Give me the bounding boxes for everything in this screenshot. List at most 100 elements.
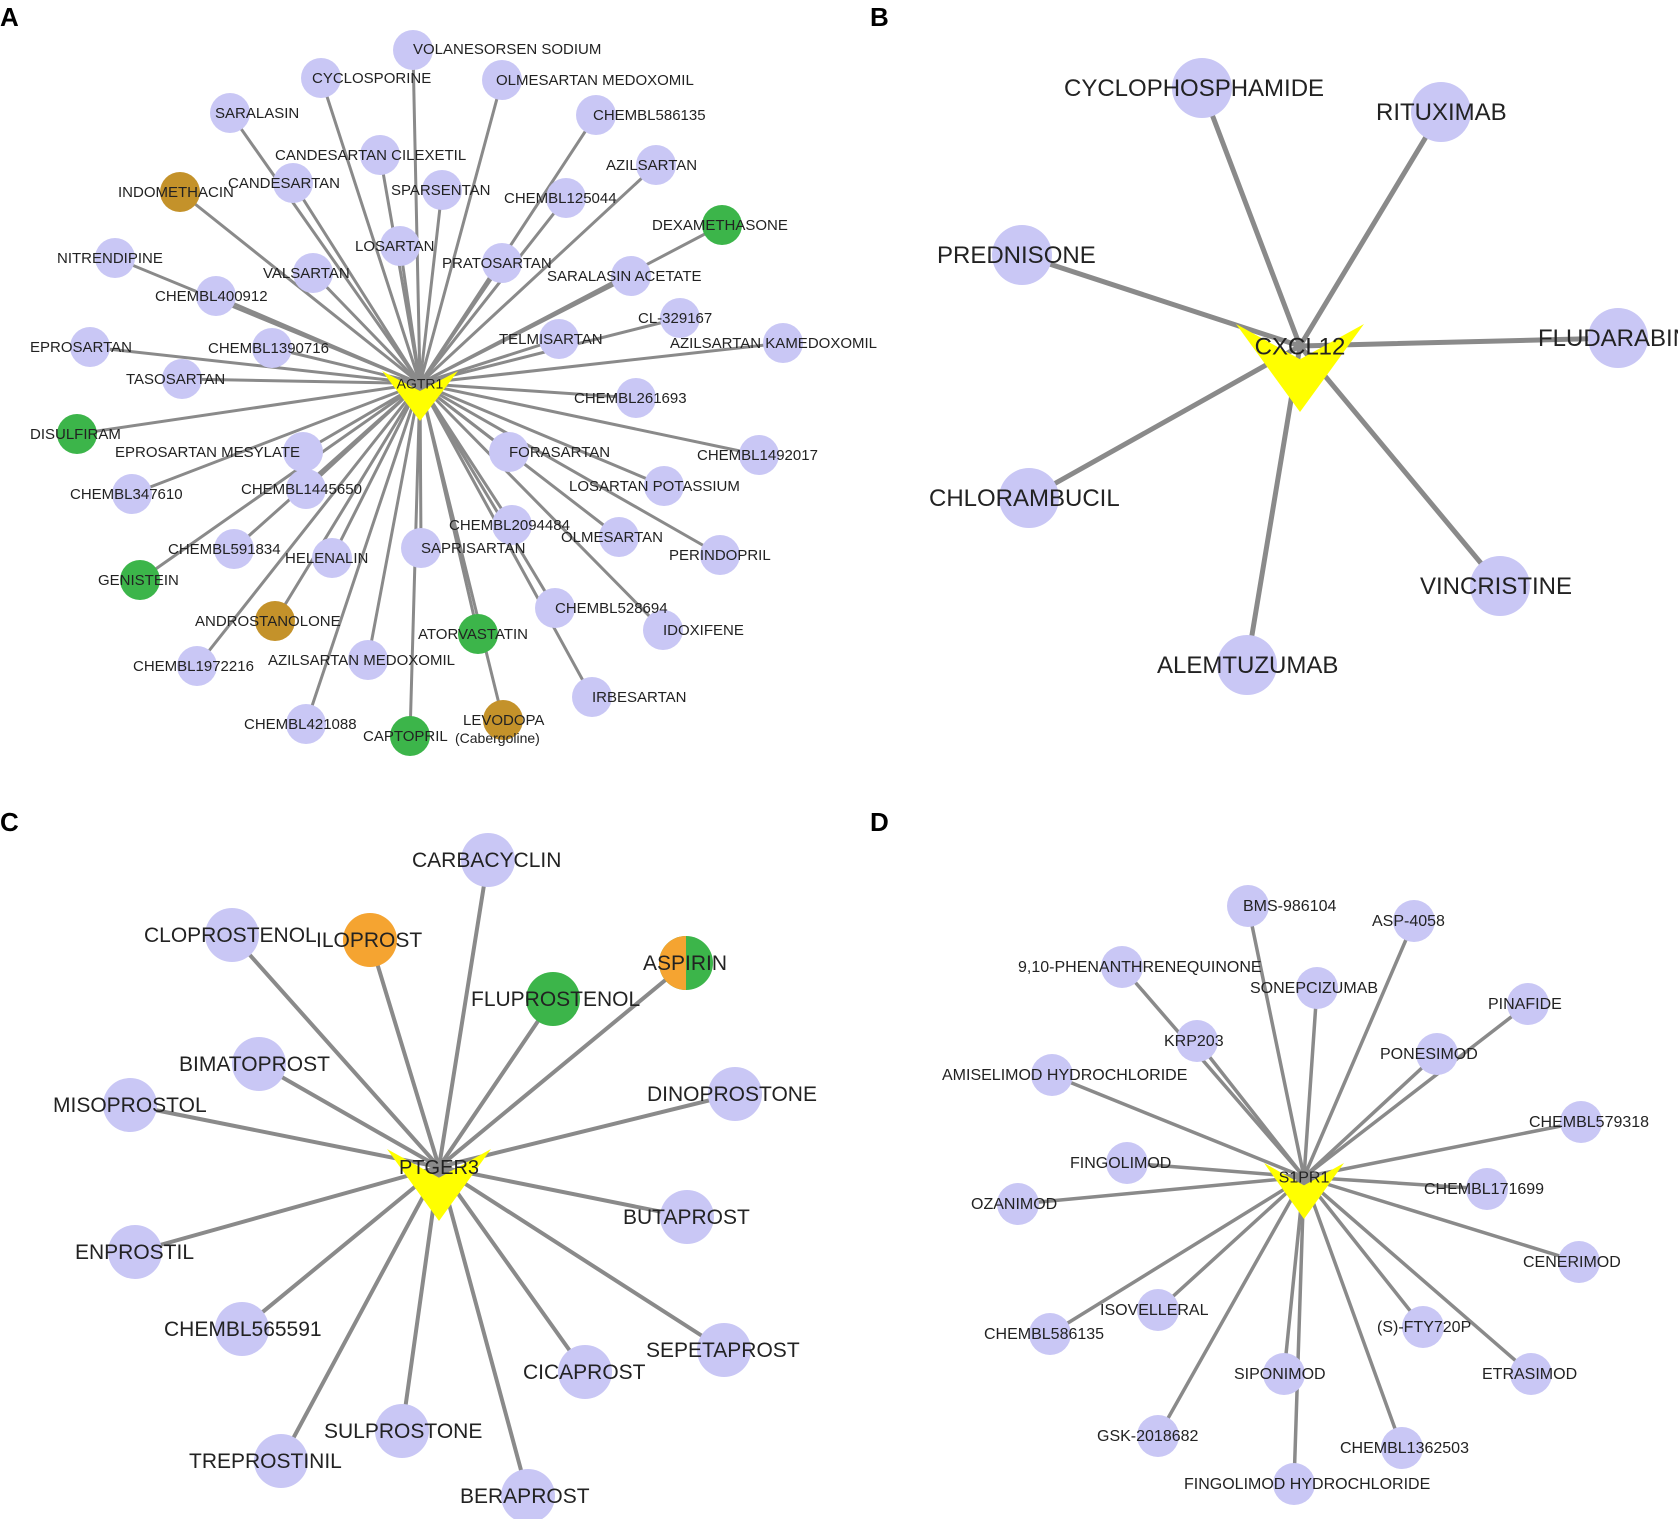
drug-node-prednisone[interactable] xyxy=(992,225,1052,285)
drug-node-9-10-phenanthrenequinone[interactable] xyxy=(1101,946,1143,988)
drug-node-chembl1492017[interactable] xyxy=(739,435,779,475)
drug-node-ozanimod[interactable] xyxy=(997,1183,1039,1225)
drug-node-s-fty720p[interactable] xyxy=(1402,1306,1444,1348)
drug-node-chembl528694[interactable] xyxy=(535,588,575,628)
drug-node-forasartan[interactable] xyxy=(489,432,529,472)
drug-node-azilsartan-kamedoxomil[interactable] xyxy=(763,323,803,363)
drug-node-saralasin[interactable] xyxy=(210,93,250,133)
drug-node-saprisartan[interactable] xyxy=(401,528,441,568)
drug-node-fludarabine[interactable] xyxy=(1588,308,1648,368)
drug-node-androstanolone[interactable] xyxy=(255,601,295,641)
drug-node-cicaprost[interactable] xyxy=(558,1345,612,1399)
drug-node-eprosartan-mesylate[interactable] xyxy=(283,432,323,472)
drug-node-cyclosporine[interactable] xyxy=(301,58,341,98)
drug-node-atorvastatin[interactable] xyxy=(458,614,498,654)
drug-node-sonepcizumab[interactable] xyxy=(1296,967,1338,1009)
drug-node-ponesimod[interactable] xyxy=(1416,1033,1458,1075)
drug-node-disulfiram[interactable] xyxy=(57,414,97,454)
drug-node-candesartan[interactable] xyxy=(273,163,313,203)
drug-node-helenalin[interactable] xyxy=(312,538,352,578)
drug-node-enprostil[interactable] xyxy=(108,1225,162,1279)
drug-node-losartan-potassium[interactable] xyxy=(644,466,684,506)
drug-node-chembl1445650[interactable] xyxy=(286,469,326,509)
drug-node-perindopril[interactable] xyxy=(700,535,740,575)
drug-node-chembl261693[interactable] xyxy=(616,378,656,418)
drug-node-saralasin-acetate[interactable] xyxy=(611,256,651,296)
drug-node-chembl421088[interactable] xyxy=(286,704,326,744)
node-circle xyxy=(1393,900,1435,942)
drug-node-volanesorsen-sodium[interactable] xyxy=(393,30,433,70)
drug-node-beraprost[interactable] xyxy=(501,1469,555,1519)
drug-node-bms-986104[interactable] xyxy=(1227,885,1269,927)
drug-node-azilsartan[interactable] xyxy=(636,145,676,185)
drug-node-nitrendipine[interactable] xyxy=(95,238,135,278)
drug-node-etrasimod[interactable] xyxy=(1510,1353,1552,1395)
drug-node-aspirin[interactable] xyxy=(659,936,713,990)
drug-node-pinafide[interactable] xyxy=(1507,983,1549,1025)
drug-node-asp-4058[interactable] xyxy=(1393,900,1435,942)
drug-node-cl-329167[interactable] xyxy=(660,298,700,338)
hub-node[interactable]: CXCL12 xyxy=(1236,324,1364,412)
panel-letter-d: D xyxy=(870,807,889,837)
drug-node-treprostinil[interactable] xyxy=(254,1434,308,1488)
drug-node-misoprostol[interactable] xyxy=(103,1078,157,1132)
drug-node-sulprostone[interactable] xyxy=(375,1404,429,1458)
drug-node-krp203[interactable] xyxy=(1176,1020,1218,1062)
drug-node-chembl1390716[interactable] xyxy=(252,328,292,368)
drug-node-chembl1362503[interactable] xyxy=(1381,1427,1423,1469)
drug-node-butaprost[interactable] xyxy=(660,1190,714,1244)
drug-node-valsartan[interactable] xyxy=(293,253,333,293)
drug-node-losartan[interactable] xyxy=(380,226,420,266)
drug-node-gsk-2018682[interactable] xyxy=(1137,1415,1179,1457)
drug-node-chembl347610[interactable] xyxy=(112,474,152,514)
drug-node-chembl565591[interactable] xyxy=(215,1302,269,1356)
drug-node-levodopa[interactable] xyxy=(483,700,523,740)
drug-node-fingolimod[interactable] xyxy=(1106,1142,1148,1184)
hub-node[interactable]: PTGER3 xyxy=(387,1149,491,1221)
drug-node-amiselimod-hydrochloride[interactable] xyxy=(1031,1054,1073,1096)
drug-node-telmisartan[interactable] xyxy=(539,319,579,359)
drug-node-carbacyclin[interactable] xyxy=(461,833,515,887)
drug-node-tasosartan[interactable] xyxy=(162,359,202,399)
drug-node-genistein[interactable] xyxy=(120,560,160,600)
drug-node-bimatoprost[interactable] xyxy=(232,1037,286,1091)
hub-node[interactable]: AGTR1 xyxy=(382,371,458,421)
drug-node-chembl400912[interactable] xyxy=(196,276,236,316)
drug-node-chembl1972216[interactable] xyxy=(177,646,217,686)
drug-node-siponimod[interactable] xyxy=(1263,1353,1305,1395)
drug-node-dinoprostone[interactable] xyxy=(708,1067,762,1121)
drug-node-iloprost[interactable] xyxy=(343,913,397,967)
drug-node-fluprostenol[interactable] xyxy=(526,972,580,1026)
drug-node-azilsartan-medoxomil[interactable] xyxy=(348,640,388,680)
drug-node-olmesartan-medoxomil[interactable] xyxy=(482,60,522,100)
drug-node-chlorambucil[interactable] xyxy=(999,468,1059,528)
drug-node-vincristine[interactable] xyxy=(1470,556,1530,616)
drug-node-fingolimod-hydrochloride[interactable] xyxy=(1273,1463,1315,1505)
drug-node-olmesartan[interactable] xyxy=(599,517,639,557)
drug-node-alemtuzumab[interactable] xyxy=(1217,635,1277,695)
drug-node-sparsentan[interactable] xyxy=(422,170,462,210)
drug-node-cyclophosphamide[interactable] xyxy=(1172,58,1232,118)
drug-node-chembl586135[interactable] xyxy=(576,95,616,135)
drug-node-eprosartan[interactable] xyxy=(70,327,110,367)
drug-node-candesartan-cilexetil[interactable] xyxy=(360,135,400,175)
hub-node[interactable]: S1PR1 xyxy=(1264,1163,1344,1219)
node-circle xyxy=(458,614,498,654)
drug-node-irbesartan[interactable] xyxy=(572,677,612,717)
drug-node-chembl586135[interactable] xyxy=(1029,1313,1071,1355)
drug-node-dexamethasone[interactable] xyxy=(702,205,742,245)
drug-node-chembl591834[interactable] xyxy=(214,529,254,569)
drug-node-chembl579318[interactable] xyxy=(1560,1101,1602,1143)
drug-node-pratosartan[interactable] xyxy=(482,243,522,283)
drug-node-chembl171699[interactable] xyxy=(1466,1168,1508,1210)
drug-node-chembl125044[interactable] xyxy=(546,178,586,218)
drug-node-isovelleral[interactable] xyxy=(1137,1289,1179,1331)
drug-node-indomethacin[interactable] xyxy=(160,172,200,212)
drug-node-cloprostenol[interactable] xyxy=(205,908,259,962)
drug-node-captopril[interactable] xyxy=(390,716,430,756)
drug-node-cenerimod[interactable] xyxy=(1558,1241,1600,1283)
drug-node-chembl2094484[interactable] xyxy=(492,505,532,545)
drug-node-rituximab[interactable] xyxy=(1411,82,1471,142)
drug-node-sepetaprost[interactable] xyxy=(697,1323,751,1377)
drug-node-idoxifene[interactable] xyxy=(643,610,683,650)
